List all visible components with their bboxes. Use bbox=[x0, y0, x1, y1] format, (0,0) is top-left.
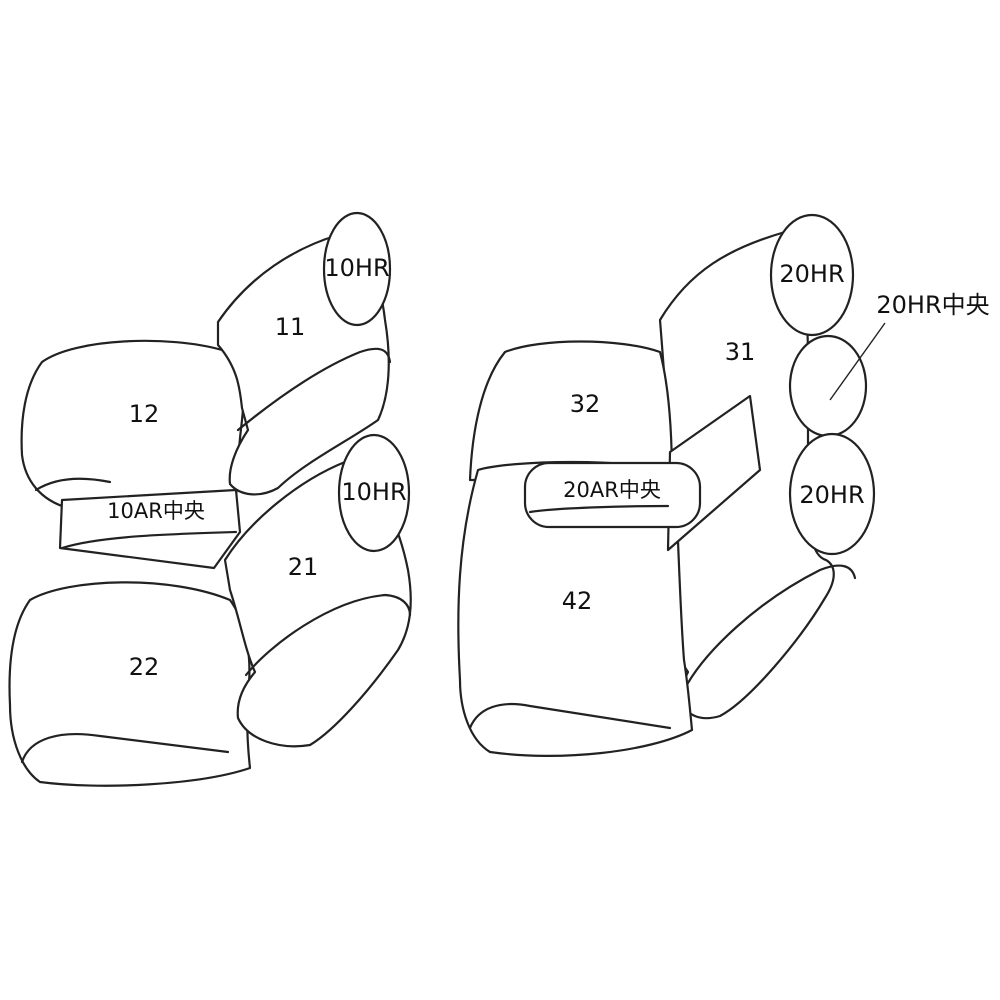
headrest-10hr-top bbox=[322, 211, 392, 327]
part-20ar-center-armrest bbox=[523, 461, 702, 529]
label-seat-32: 32 bbox=[570, 390, 601, 418]
label-20hr-top: 20HR bbox=[779, 260, 844, 288]
label-20ar-center: 20AR中央 bbox=[563, 478, 661, 502]
label-seat-42: 42 bbox=[562, 587, 593, 615]
label-20hr-center-callout: 20HR中央 bbox=[876, 291, 989, 319]
label-10hr-top: 10HR bbox=[324, 254, 389, 282]
label-10hr-bottom: 10HR bbox=[341, 478, 406, 506]
label-seat-11: 11 bbox=[275, 313, 306, 341]
headrest-20hr-center bbox=[788, 334, 868, 438]
label-seat-22: 22 bbox=[129, 653, 160, 681]
label-seat-31: 31 bbox=[725, 338, 756, 366]
callout-leader-line bbox=[829, 322, 886, 401]
label-10ar-center: 10AR中央 bbox=[107, 499, 205, 523]
label-seat-21: 21 bbox=[288, 553, 319, 581]
headrest-20hr-bottom bbox=[788, 432, 876, 556]
headrest-20hr-top bbox=[769, 213, 855, 337]
part-10ar-center-armrest bbox=[58, 488, 242, 570]
label-seat-12: 12 bbox=[129, 400, 160, 428]
part-32-seat-cushion bbox=[468, 340, 674, 482]
part-22-seat-cushion bbox=[8, 581, 252, 787]
label-20hr-bottom: 20HR bbox=[799, 481, 864, 509]
headrest-10hr-bottom bbox=[337, 433, 411, 553]
